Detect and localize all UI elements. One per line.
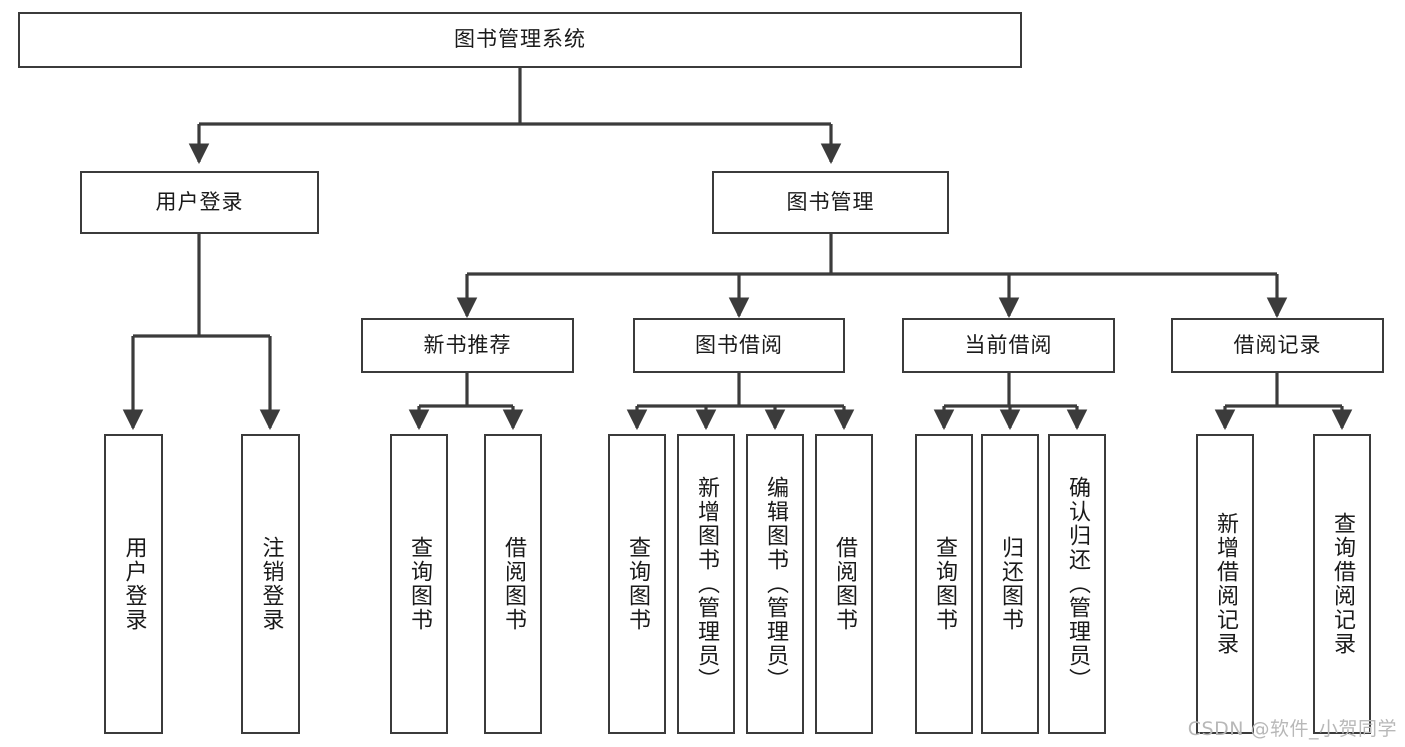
leaf-label: 用户登录 <box>121 536 147 632</box>
leaf-label: 查询图书 <box>931 536 957 632</box>
leaf-label: 确认归还（管理员） <box>1064 476 1090 692</box>
node-current-borrow-label: 当前借阅 <box>964 332 1053 357</box>
leaf-label: 注销登录 <box>258 536 284 632</box>
leaf-label: 查询图书 <box>406 536 432 632</box>
node-current-borrow[interactable]: 当前借阅 <box>902 318 1115 373</box>
leaf-borrow-add-book[interactable]: 新增图书（管理员） <box>677 434 735 734</box>
leaf-label: 借阅图书 <box>831 536 857 632</box>
node-book-management-label: 图书管理 <box>786 189 875 214</box>
leaf-record-query[interactable]: 查询借阅记录 <box>1313 434 1371 734</box>
leaf-current-return-book[interactable]: 归还图书 <box>981 434 1039 734</box>
node-book-management[interactable]: 图书管理 <box>712 171 949 234</box>
node-root-label: 图书管理系统 <box>454 27 586 52</box>
watermark: CSDN @软件_小贺同学 <box>1187 718 1397 740</box>
leaf-borrow-borrow-book[interactable]: 借阅图书 <box>815 434 873 734</box>
node-book-borrow-label: 图书借阅 <box>695 332 783 357</box>
leaf-new-book-query[interactable]: 查询图书 <box>390 434 448 734</box>
leaf-label: 新增借阅记录 <box>1212 512 1238 656</box>
leaf-label: 查询借阅记录 <box>1329 512 1355 656</box>
leaf-record-add[interactable]: 新增借阅记录 <box>1196 434 1254 734</box>
node-new-book-recommend-label: 新书推荐 <box>423 332 512 357</box>
leaf-new-book-borrow[interactable]: 借阅图书 <box>484 434 542 734</box>
leaf-label: 借阅图书 <box>500 536 526 632</box>
node-user-login[interactable]: 用户登录 <box>80 171 319 234</box>
node-root[interactable]: 图书管理系统 <box>18 12 1022 68</box>
leaf-borrow-query-book[interactable]: 查询图书 <box>608 434 666 734</box>
node-new-book-recommend[interactable]: 新书推荐 <box>361 318 574 373</box>
node-borrow-record-label: 借阅记录 <box>1233 332 1322 357</box>
leaf-current-query-book[interactable]: 查询图书 <box>915 434 973 734</box>
leaf-user-login-signout[interactable]: 注销登录 <box>241 434 300 734</box>
leaf-label: 查询图书 <box>624 536 650 632</box>
node-user-login-label: 用户登录 <box>155 189 244 214</box>
leaf-current-confirm-return[interactable]: 确认归还（管理员） <box>1048 434 1106 734</box>
node-book-borrow[interactable]: 图书借阅 <box>633 318 845 373</box>
leaf-label: 归还图书 <box>997 536 1023 632</box>
leaf-borrow-edit-book[interactable]: 编辑图书（管理员） <box>746 434 804 734</box>
leaf-user-login-signin[interactable]: 用户登录 <box>104 434 163 734</box>
leaf-label: 编辑图书（管理员） <box>762 476 788 692</box>
leaf-label: 新增图书（管理员） <box>693 476 719 692</box>
node-borrow-record[interactable]: 借阅记录 <box>1171 318 1384 373</box>
